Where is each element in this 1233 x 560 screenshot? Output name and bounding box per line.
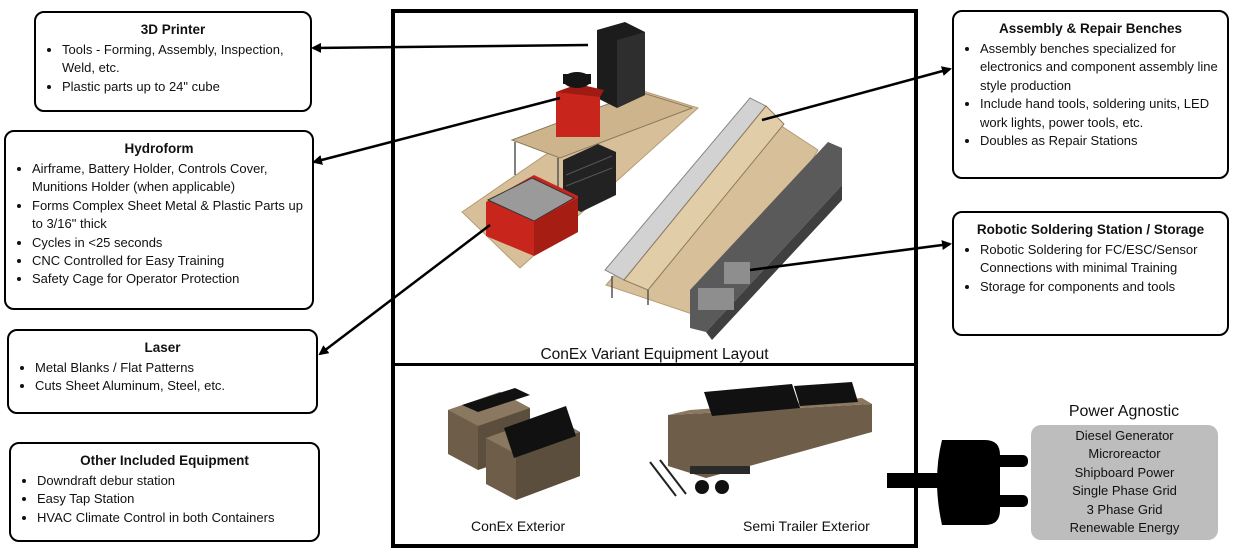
equipment-layout-illustration bbox=[461, 22, 842, 340]
power-source-item: Shipboard Power bbox=[1074, 464, 1175, 480]
list-item: Include hand tools, soldering units, LED… bbox=[980, 95, 1221, 132]
arrow-assembly bbox=[761, 66, 952, 122]
list-item: Downdraft debur station bbox=[37, 472, 312, 490]
assembly-benches-callout: Assembly & Repair Benches Assembly bench… bbox=[952, 10, 1229, 179]
laser-title: Laser bbox=[144, 340, 181, 355]
assembly-benches-title: Assembly & Repair Benches bbox=[998, 21, 1183, 36]
power-source-item: Single Phase Grid bbox=[1072, 483, 1177, 499]
storage-cabinets-illustration bbox=[690, 142, 842, 332]
arrow-hydroform bbox=[312, 96, 561, 165]
robotic-soldering-callout: Robotic Soldering Station / Storage Robo… bbox=[952, 211, 1229, 336]
conex-exterior-label: ConEx Exterior bbox=[471, 518, 566, 534]
semi-trailer-exterior-illustration bbox=[649, 382, 872, 497]
list-item: Safety Cage for Operator Protection bbox=[32, 270, 306, 288]
list-item: Plastic parts up to 24" cube bbox=[62, 78, 304, 96]
list-item: Airframe, Battery Holder, Controls Cover… bbox=[32, 160, 306, 197]
printer-3d-title: 3D Printer bbox=[140, 22, 206, 37]
power-source-item: 3 Phase Grid bbox=[1086, 501, 1163, 517]
hydroform-title: Hydroform bbox=[124, 141, 194, 156]
conex-exterior-illustration bbox=[448, 388, 580, 500]
list-item: Doubles as Repair Stations bbox=[980, 132, 1221, 150]
hydroform-callout: Hydroform Airframe, Battery Holder, Cont… bbox=[4, 130, 314, 310]
center-divider bbox=[395, 363, 914, 366]
list-item: HVAC Climate Control in both Containers bbox=[37, 509, 312, 527]
other-equipment-callout: Other Included Equipment Downdraft debur… bbox=[9, 442, 320, 542]
power-source-item: Microreactor bbox=[1088, 446, 1161, 462]
power-source-item: Renewable Energy bbox=[1069, 520, 1180, 536]
other-equipment-title: Other Included Equipment bbox=[80, 453, 249, 468]
list-item: Forms Complex Sheet Metal & Plastic Part… bbox=[32, 197, 306, 234]
laser-callout: Laser Metal Blanks / Flat Patterns Cuts … bbox=[7, 329, 318, 414]
red-printer-illustration bbox=[556, 92, 600, 137]
power-sources-box: Diesel Generator Microreactor Shipboard … bbox=[1031, 425, 1218, 540]
printer-3d-callout: 3D Printer Tools - Forming, Assembly, In… bbox=[34, 11, 312, 112]
robotic-soldering-title: Robotic Soldering Station / Storage bbox=[976, 222, 1205, 237]
list-item: Cuts Sheet Aluminum, Steel, etc. bbox=[35, 377, 310, 395]
center-layout-frame: ConEx Variant Equipment Layout ConEx Ext… bbox=[391, 9, 918, 548]
list-item: Robotic Soldering for FC/ESC/Sensor Conn… bbox=[980, 241, 1221, 278]
list-item: Tools - Forming, Assembly, Inspection, W… bbox=[62, 41, 304, 78]
list-item: Cycles in <25 seconds bbox=[32, 234, 306, 252]
layout-title: ConEx Variant Equipment Layout bbox=[540, 346, 769, 363]
arrow-laser bbox=[318, 224, 491, 356]
arrow-3d-printer bbox=[311, 42, 589, 53]
list-item: Easy Tap Station bbox=[37, 490, 312, 508]
list-item: Storage for components and tools bbox=[980, 278, 1221, 296]
power-agnostic-title: Power Agnostic bbox=[1068, 403, 1180, 420]
list-item: Metal Blanks / Flat Patterns bbox=[35, 359, 310, 377]
oven-illustration bbox=[563, 144, 616, 212]
list-item: CNC Controlled for Easy Training bbox=[32, 252, 306, 270]
power-source-item: Diesel Generator bbox=[1075, 428, 1174, 443]
list-item: Assembly benches specialized for electro… bbox=[980, 40, 1221, 95]
semi-trailer-exterior-label: Semi Trailer Exterior bbox=[743, 518, 870, 534]
power-plug-icon bbox=[887, 440, 1028, 525]
